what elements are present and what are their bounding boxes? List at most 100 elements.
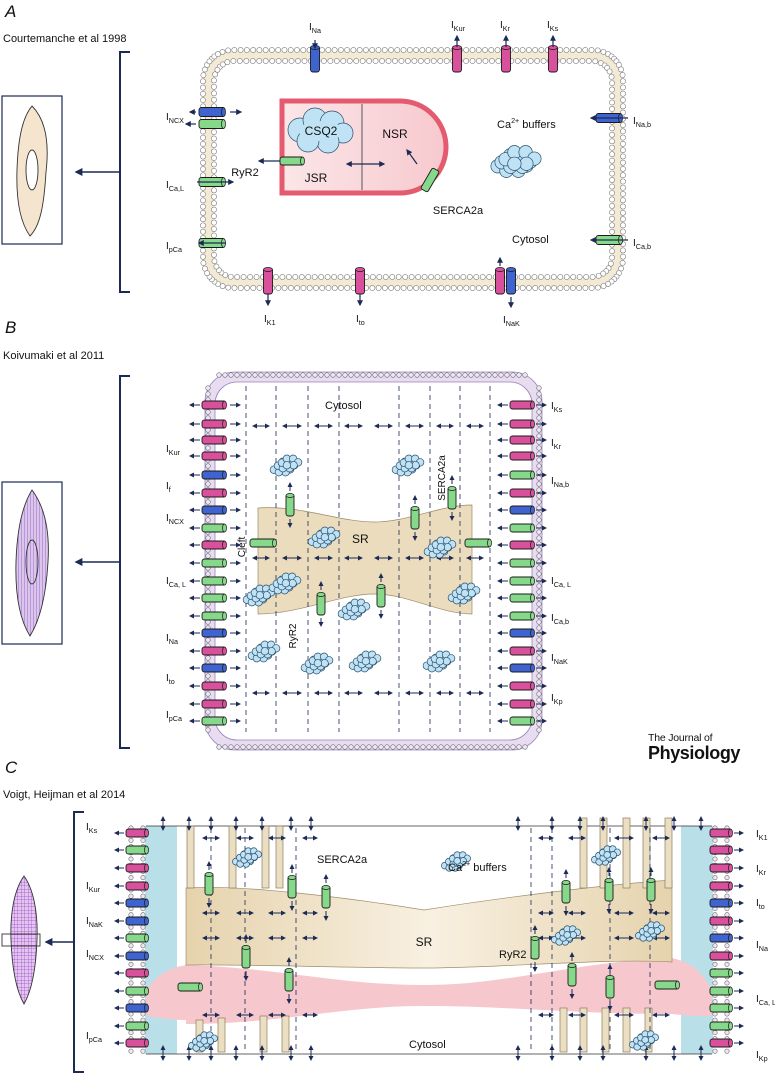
b-buffer-cloud [307,526,341,549]
b-ryr-channel [376,584,386,608]
b-bead-top [354,372,360,378]
b-bead-top [414,372,420,378]
c-buffer-cloud [551,925,581,946]
b-bead-left [205,637,211,643]
b-bead-right [536,475,542,481]
b-bead-bottom [438,744,444,750]
b-bead-left [205,391,211,397]
b-bead-top [366,372,372,378]
b-right-channel [509,611,535,621]
b-bead-top [222,372,228,378]
a-ryr2-channel [279,156,305,166]
b-bead-top [342,372,348,378]
c-buffer-cloud [441,851,471,872]
c-cytosol-label: Cytosol [409,1039,446,1051]
b-ito-label: Ito [166,673,175,686]
b-bead-top [480,372,486,378]
c-ito-label: Ito [756,898,765,911]
b-bead-left [205,463,211,469]
c-right-channel [709,916,733,926]
b-bead-right [536,541,542,547]
b-bead-top [498,372,504,378]
b-sr-label: SR [352,532,369,546]
b-ical_l-label: ICa, L [166,576,186,589]
b-bead-top [240,372,246,378]
a-bracket [119,51,130,293]
c-right-channel [709,951,733,961]
c-sr-tubule [228,825,237,889]
b-bead-bottom [516,744,522,750]
b-bead-top [312,372,318,378]
b-buffer-cloud [268,572,302,595]
c-left-channel [125,986,149,996]
b-cytosol-label: Cytosol [325,400,362,412]
b-bead-right [536,601,542,607]
b-bead-top [264,372,270,378]
b-bead-left [205,571,211,577]
b-bead-right [536,649,542,655]
b-buffer-cloud [348,650,382,673]
b-ryr-channel [285,493,295,517]
panel-b-citation: Koivumaki et al 2011 [3,350,105,362]
b-iks-label: IKs [551,401,563,414]
b-bead-right [536,415,542,421]
b-bead-top [450,372,456,378]
c-buffers-label: Ca2+ buffers [448,860,507,874]
a-csq2-cloud [287,107,354,154]
c-bracket [73,811,84,1073]
b-bead-right [536,409,542,415]
b-bead-right [536,697,542,703]
a-incx-na-channel [198,107,226,117]
b-ryr-channel [410,506,420,530]
b-bead-top [462,372,468,378]
a-ito-label: Ito [356,314,365,327]
b-bead-top [402,372,408,378]
b-buffer-cloud [300,652,334,675]
c-right-channel [709,845,733,855]
b-bead-top [252,372,258,378]
c-right-channel [709,828,733,838]
c-bead-right [712,1011,718,1017]
c-sr-tubule [601,1007,610,1053]
b-bead-top [288,372,294,378]
c-pink-right [672,958,712,1016]
b-bead-top [438,372,444,378]
c-right-channel [709,986,733,996]
b-bead-bottom [246,744,252,750]
b-ina-label: INa [166,633,178,646]
b-bead-top [504,372,510,378]
b-left-channel [201,505,227,515]
c-sr-tubule [622,1007,631,1053]
c-bead-left [128,961,134,967]
a-ik1-channel [263,267,273,295]
b-bead-right [536,565,542,571]
b-bead-bottom [258,744,264,750]
c-bead-right [712,924,718,930]
b-bead-bottom [318,744,324,750]
c-bead-right [712,1030,718,1036]
b-bead-top [420,372,426,378]
c-left-channel [125,845,149,855]
b-cell-nucleus [25,539,39,585]
b-right-channel [509,419,535,429]
b-bead-bottom [348,744,354,750]
b-bead-bottom [270,744,276,750]
b-cleft-label: Cleft [237,536,248,557]
c-sr-tubule [217,1017,226,1053]
b-bead-bottom [390,744,396,750]
c-left-channel [125,1021,149,1031]
b-if-label: If [166,481,171,494]
c-sr-label: SR [416,935,433,949]
c-buffer-cloud [188,1031,218,1052]
b-bead-bottom [414,744,420,750]
b-bead-top [510,372,516,378]
c-left-channel [125,1003,149,1013]
b-bead-bottom [522,744,528,750]
c-ryr-left [177,982,203,992]
b-bead-bottom [288,744,294,750]
a-serca-arrow [406,149,418,165]
b-buffer-cloud [447,582,481,605]
b-bead-bottom [420,744,426,750]
b-serca-label: SERCA2a [437,455,448,501]
